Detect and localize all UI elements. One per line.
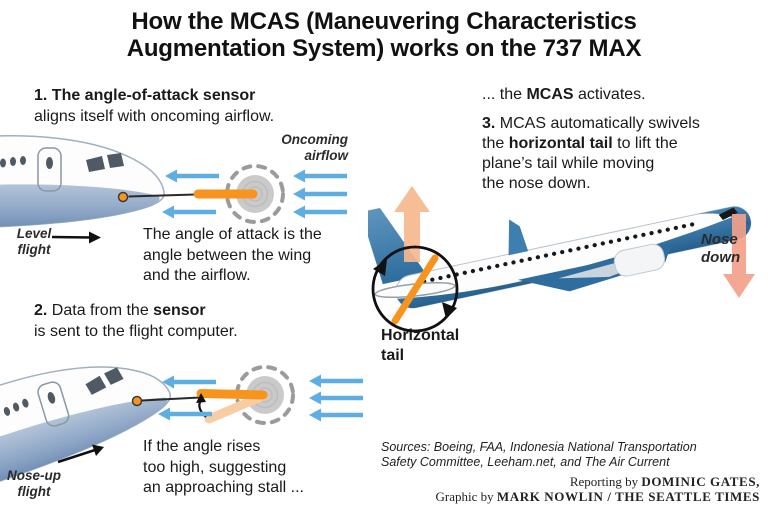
graphic-credit: Graphic by MARK NOWLIN / THE SEATTLE TIM… xyxy=(435,489,760,504)
nose-down-label: Nose down xyxy=(701,231,741,266)
credits: Reporting by DOMINIC GATES, Graphic by M… xyxy=(435,474,760,504)
nose-up-flight-label: Nose-up flight xyxy=(7,468,61,499)
horizontal-tail-label: Horizontal tail xyxy=(381,327,460,364)
engine-nacelle xyxy=(613,243,666,277)
nose-up-plane-illustration xyxy=(0,350,370,487)
sensor-callout-line xyxy=(141,396,201,402)
level-flight-arrow-icon xyxy=(51,231,101,244)
mcas-activates-text: ... the MCAS activates. xyxy=(482,86,646,103)
sensor-callout-line xyxy=(128,193,196,198)
reporting-credit: Reporting by DOMINIC GATES, xyxy=(569,474,760,489)
angle-of-attack-sensor-icon xyxy=(131,395,143,407)
step3-text: 3. MCAS automatically swivels the horizo… xyxy=(482,115,700,192)
tail-lift-arrow-icon xyxy=(394,186,430,262)
horizontal-tail-assembly xyxy=(371,245,459,333)
horizontal-tail-vane-icon xyxy=(391,254,439,325)
level-flight-label: Level flight xyxy=(16,226,52,257)
nose-down-arrow-icon xyxy=(723,214,755,298)
737-max-plane-illustration xyxy=(368,186,755,333)
sources-line: Sources: Boeing, FAA, Indonesia National… xyxy=(381,440,697,469)
level-flight-plane-illustration xyxy=(0,135,370,244)
nose-up-flight-arrow-icon xyxy=(57,444,104,464)
page-title: How the MCAS (Maneuvering Characteristic… xyxy=(126,8,642,62)
sensor-vane-icon xyxy=(196,389,268,400)
tail-rotation-circle-icon xyxy=(371,245,459,333)
vertical-tail-fin xyxy=(368,208,427,285)
passenger-windows xyxy=(422,220,703,284)
cockpit-windows xyxy=(718,207,738,220)
step2-text: 2. Data from the sensor is sent to the f… xyxy=(34,302,238,340)
oncoming-airflow-label: Oncoming airflow xyxy=(281,132,348,163)
sensor-vane-ghost-icon xyxy=(204,391,268,424)
angle-of-attack-sensor-icon xyxy=(117,191,129,203)
step1-text: 1. The angle-of-attack sensor aligns its… xyxy=(34,87,275,125)
stall-note: If the angle rises too high, suggesting … xyxy=(143,438,304,496)
winglet xyxy=(508,219,529,256)
angle-of-attack-note: The angle of attack is the angle between… xyxy=(143,226,322,284)
